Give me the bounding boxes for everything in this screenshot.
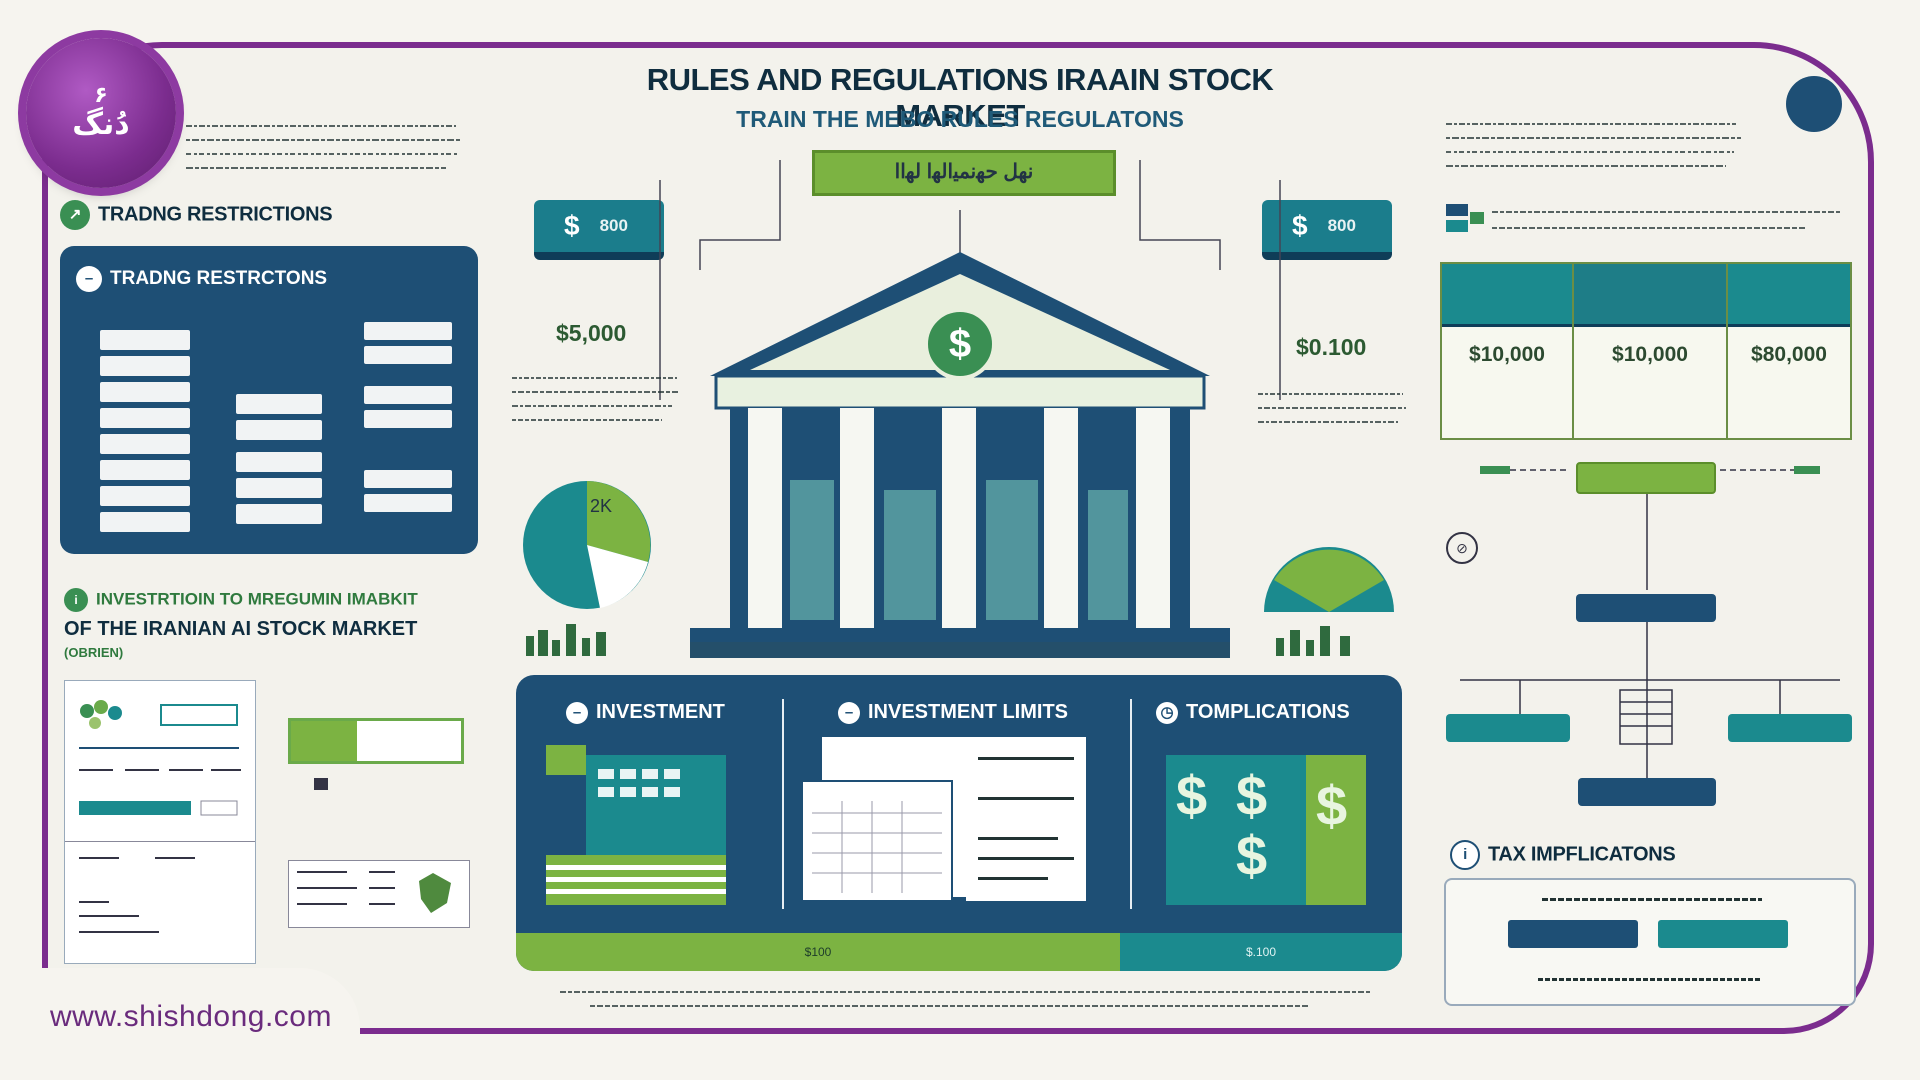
mini-table-card [288, 860, 470, 928]
tax-card [1444, 878, 1856, 1006]
clock-icon: ◷ [1156, 701, 1178, 724]
invest-tag: (OBRIEN) [64, 645, 124, 660]
legend-graphic [1446, 204, 1842, 232]
svg-text:$: $ [1236, 824, 1267, 887]
minus-circle-icon: – [566, 701, 588, 724]
document-thumbnail [64, 680, 256, 964]
svg-text:$: $ [1176, 764, 1207, 827]
info-icon: i [1450, 840, 1480, 870]
skyline-right [1276, 626, 1350, 656]
flow-node-left [1446, 714, 1570, 742]
green-info-card [288, 718, 464, 764]
left-pie-label: 2K [590, 496, 613, 516]
intro-scribble-right [1446, 118, 1746, 179]
trading-restrictions-heading: ↗ TRADNG RESTRICTIONS [60, 200, 333, 230]
tier-value: $10,000 [1469, 343, 1545, 366]
divider-2 [1130, 699, 1132, 909]
minus-circle-icon: – [838, 701, 860, 724]
panel-footer-right: $.100 [1120, 933, 1402, 971]
trading-restrictions-panel: –TRADNG RESTRCTONS [60, 246, 478, 554]
investment-panel: –INVESTMENT –INVESTMENT LIMITS ◷TOMPLICA… [516, 675, 1402, 971]
tax-pill-teal [1658, 920, 1788, 948]
website-tab [0, 968, 360, 1080]
document-graphic [65, 700, 255, 933]
page-subtitle: TRAIN THE MEBO RULES REGULATONS [736, 106, 1184, 132]
right-pie-chart [1264, 547, 1394, 612]
money-tag-right: $800 [1262, 200, 1392, 260]
tier-card-2: $10,000 [1572, 262, 1728, 440]
chart-icon: ↗ [60, 200, 90, 230]
panel-title: –TRADNG RESTRCTONS [76, 266, 327, 292]
tier-card-3: $80,000 [1726, 262, 1852, 440]
seal-word: دُنگ [72, 107, 130, 142]
tier-value: $10,000 [1612, 343, 1688, 366]
flow-node-bottom [1578, 778, 1716, 806]
left-amount: $5,000 [556, 320, 627, 346]
bank-building-illustration [690, 252, 1230, 658]
website-link[interactable]: www.shishdong.com [50, 1000, 332, 1033]
brand-seal-logo: ۶ دُنگ [26, 38, 176, 188]
flow-node-top [1576, 462, 1716, 494]
tier-card-1: $10,000 [1440, 262, 1574, 440]
col-implications-title: ◷TOMPLICATIONS [1156, 701, 1350, 724]
center-banner: ﻧﻬﻞ ﺣﻬﻧﻤﻴﺍﻟﻬﺍ ﻟﻬﺍﺍ [812, 150, 1116, 196]
flow-node-middle [1576, 594, 1716, 622]
tax-pill-dark [1508, 920, 1638, 948]
small-doc-icon [314, 778, 328, 790]
col-investment-limits-title: –INVESTMENT LIMITS [838, 701, 1068, 724]
divider-1 [782, 699, 784, 909]
scribble-graphic [1258, 393, 1406, 423]
tax-scribble-top [1542, 898, 1762, 901]
scribble-graphic [1446, 123, 1741, 167]
flowchart-connectors [1460, 466, 1840, 790]
money-tag-left: $800 [534, 200, 664, 260]
center-left-scribble [512, 372, 682, 433]
connector-lines [659, 160, 1281, 400]
tax-scribble-bottom [1538, 978, 1762, 981]
tier-value: $80,000 [1751, 343, 1827, 366]
col-investment-title: –INVESTMENT [566, 701, 725, 724]
page-title: RULES AND REGULATIONS IRAAIN STOCK MARKE… [646, 62, 1274, 133]
heading-text: TRADNG RESTRICTIONS [98, 203, 333, 226]
flow-node-right [1728, 714, 1852, 742]
invest-line-2: OF THE IRANIAN AI STOCK MARKET [64, 618, 418, 640]
document-limits-illustration [802, 737, 1086, 902]
svg-text:$: $ [1236, 764, 1267, 827]
svg-text:$: $ [1316, 774, 1347, 837]
footer-scribble [560, 988, 1380, 1017]
dollar-icon: $ [1292, 210, 1308, 241]
panel-footer-left: $100 [516, 933, 1120, 971]
center-right-scribble [1258, 388, 1408, 443]
skyline-left [526, 624, 606, 656]
dollar-icon: $ [564, 210, 580, 241]
dollar-cards-illustration: $$$$ [1166, 755, 1366, 905]
left-pie-chart [523, 481, 651, 609]
scribble-graphic [186, 125, 461, 169]
right-legend [1446, 204, 1866, 249]
right-amount: $0.100 [1296, 334, 1367, 360]
info-icon: i [64, 588, 88, 612]
scribble-graphic [512, 377, 680, 421]
building-dollar-icon: $ [924, 308, 996, 380]
panel-title-text: TRADNG RESTRCTONS [110, 268, 328, 290]
intro-scribble-left [186, 120, 466, 181]
corner-badge-icon [1786, 76, 1842, 132]
mini-table-graphic [297, 871, 451, 913]
flow-info-icon: ⊘ [1446, 532, 1478, 564]
building-stack-illustration [546, 745, 726, 905]
scribble-graphic [560, 991, 1370, 1007]
info-icon: – [76, 266, 102, 292]
seal-number: ۶ [94, 83, 108, 108]
